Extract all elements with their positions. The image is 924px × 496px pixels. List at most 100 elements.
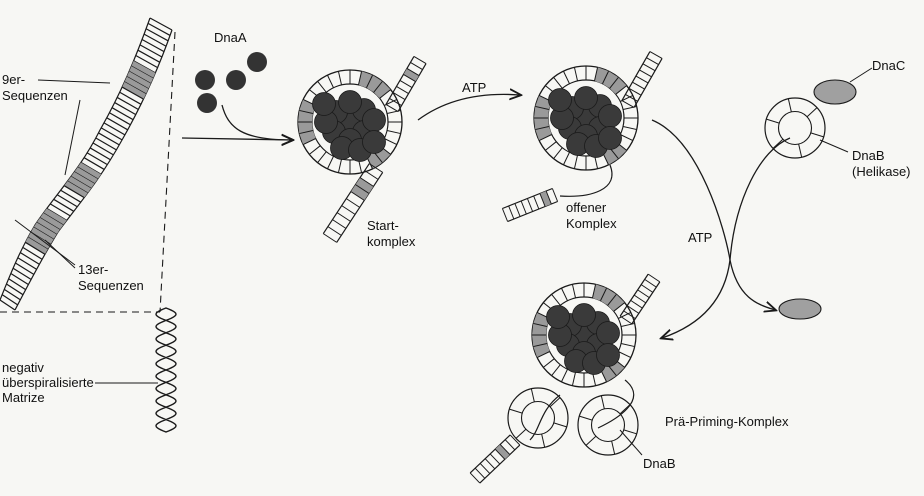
helicase-ring-inner [520,400,556,436]
ladder-rung [469,472,481,484]
origin-dna-ladder [0,17,173,311]
ladder-rung [309,145,321,155]
shaded-sequence-block [43,208,67,226]
ladder-rung [332,219,347,229]
label-13er-sequenzen: Sequenzen [78,278,144,293]
ladder-rung [623,310,636,320]
label-helikase: (Helikase) [852,164,911,179]
ladder-rung [628,87,642,96]
ladder-rung [327,226,342,236]
shaded-sequence-block [495,444,510,460]
ladder-rung [615,85,627,95]
ladder-rung [346,198,360,208]
ladder-rung [357,71,363,86]
shaded-sequence-block [126,71,151,89]
shaded-sequence-block [600,288,617,306]
shaded-sequence-block [129,66,154,84]
dnaa-protein [598,104,622,128]
ladder-rung [149,17,173,31]
shaded-sequence-block [299,99,316,114]
shaded-sequence-block [28,232,51,250]
ladder-rung [593,67,599,82]
ladder-rung [359,177,374,187]
ladder-rung [317,151,327,163]
ladder-rung [551,188,559,202]
ladder-rung [119,91,142,105]
ladder-rung [56,194,78,208]
ladder-rung [406,68,420,76]
ladder-rung [625,93,638,102]
ladder-rung [620,342,635,348]
ladder-rung [637,289,650,299]
ladder-rung [607,294,617,306]
ladder-rung [533,342,548,348]
label-matrize: Matrize [2,390,45,405]
ladder-rung [341,205,356,215]
ladder-rung [89,147,111,161]
atp-arrow-2 [651,119,775,310]
ladder-rung [336,212,351,222]
ladder-rung [6,283,24,296]
ladder-rung [302,138,316,146]
ladder-rung [533,322,548,328]
ladder-rung [317,81,327,93]
shaded-sequence-block [298,122,313,134]
shaded-sequence-block [373,81,391,99]
ladder-rung [299,129,314,135]
ladder-rung [17,257,37,270]
ladder-rung [536,351,550,359]
shaded-sequence-block [532,335,547,347]
ladder-rung [551,364,561,376]
dnaa-protein [362,130,386,154]
ladder-rung [545,141,557,151]
ladder-rung [551,294,561,306]
ladder-rung [622,125,637,131]
shaded-sequence-block [74,167,98,184]
ladder-rung [508,205,515,220]
ladder-rung [646,57,659,66]
ladder-rung [494,448,506,460]
dnab-leader [819,139,849,153]
ladder-rung [386,129,401,135]
ladder-rung [410,62,423,70]
ladder-rung [647,273,661,283]
ladder-rung [501,208,509,222]
ladder-rung [114,102,137,116]
ladder-rung [350,191,365,201]
ladder-rung [571,284,577,299]
dnac-protein [813,79,857,105]
shaded-sequence-block [299,130,316,145]
ladder-rung [15,262,35,275]
dnaa-protein [598,126,622,150]
ladder-rung [640,284,654,293]
shaded-sequence-block [594,67,609,84]
label-komplex: komplex [367,234,416,249]
ladder-rung [121,86,144,100]
helicase-ring-inner [590,407,626,443]
dnab-hexamers [507,387,639,456]
ladder-rung [106,117,128,131]
shaded-sequence-block [122,81,146,100]
ladder-rung [143,33,167,47]
dnab-loading-arrow [662,137,791,338]
shaded-sequence-block [535,126,552,141]
ladder-rung [533,195,540,210]
ladder-rung [326,156,334,170]
ladder-rung [63,185,85,199]
ladder-rung [373,81,383,93]
ladder-rung [562,70,570,84]
ladder-rung [95,137,117,151]
ladder-rung [19,252,40,265]
ladder-rung [591,284,597,299]
open-complex [501,51,663,223]
ladder-rung [369,163,383,173]
ladder-rung [139,44,163,58]
dnaa-protein [596,343,620,367]
ladder-rung [630,299,643,309]
ladder-rung [633,294,647,304]
label-offener-komplex: Komplex [566,216,617,231]
ladder-rung [399,80,413,88]
shaded-sequence-block [67,176,92,193]
dashed-guide-lines [0,31,176,313]
